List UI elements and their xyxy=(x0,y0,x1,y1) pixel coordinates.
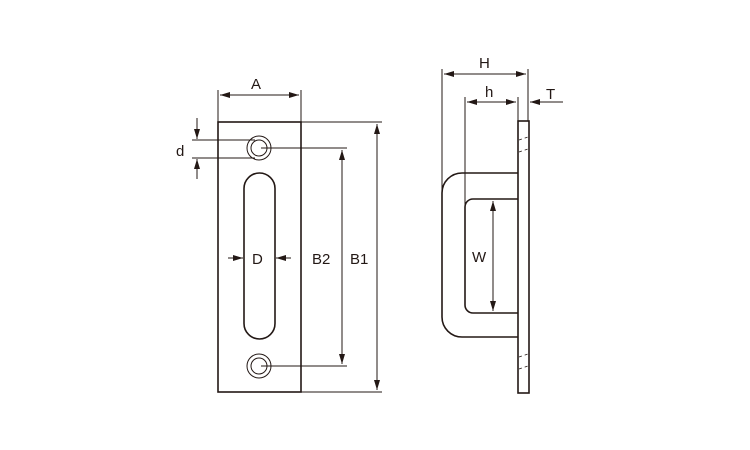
label-W: W xyxy=(472,249,487,266)
dim-h xyxy=(464,97,519,210)
dim-B2 xyxy=(261,147,347,367)
label-A: A xyxy=(251,76,261,93)
label-h: h xyxy=(485,84,493,101)
front-view: A d D B2 B1 xyxy=(176,76,382,393)
label-B1: B1 xyxy=(350,251,368,268)
label-H: H xyxy=(479,55,490,72)
side-view: H h T W xyxy=(441,55,563,394)
label-B2: B2 xyxy=(312,251,330,268)
label-D: D xyxy=(252,251,263,268)
hidden-lines xyxy=(518,136,529,370)
label-T: T xyxy=(546,86,555,103)
loop-inner xyxy=(464,198,518,314)
dim-H xyxy=(441,69,529,193)
slot xyxy=(243,172,276,340)
loop-outer xyxy=(441,172,518,338)
dim-B1 xyxy=(301,121,382,393)
label-d: d xyxy=(176,143,184,160)
dim-d xyxy=(192,118,255,179)
dim-A xyxy=(217,90,302,392)
base-plate-side xyxy=(517,120,530,394)
